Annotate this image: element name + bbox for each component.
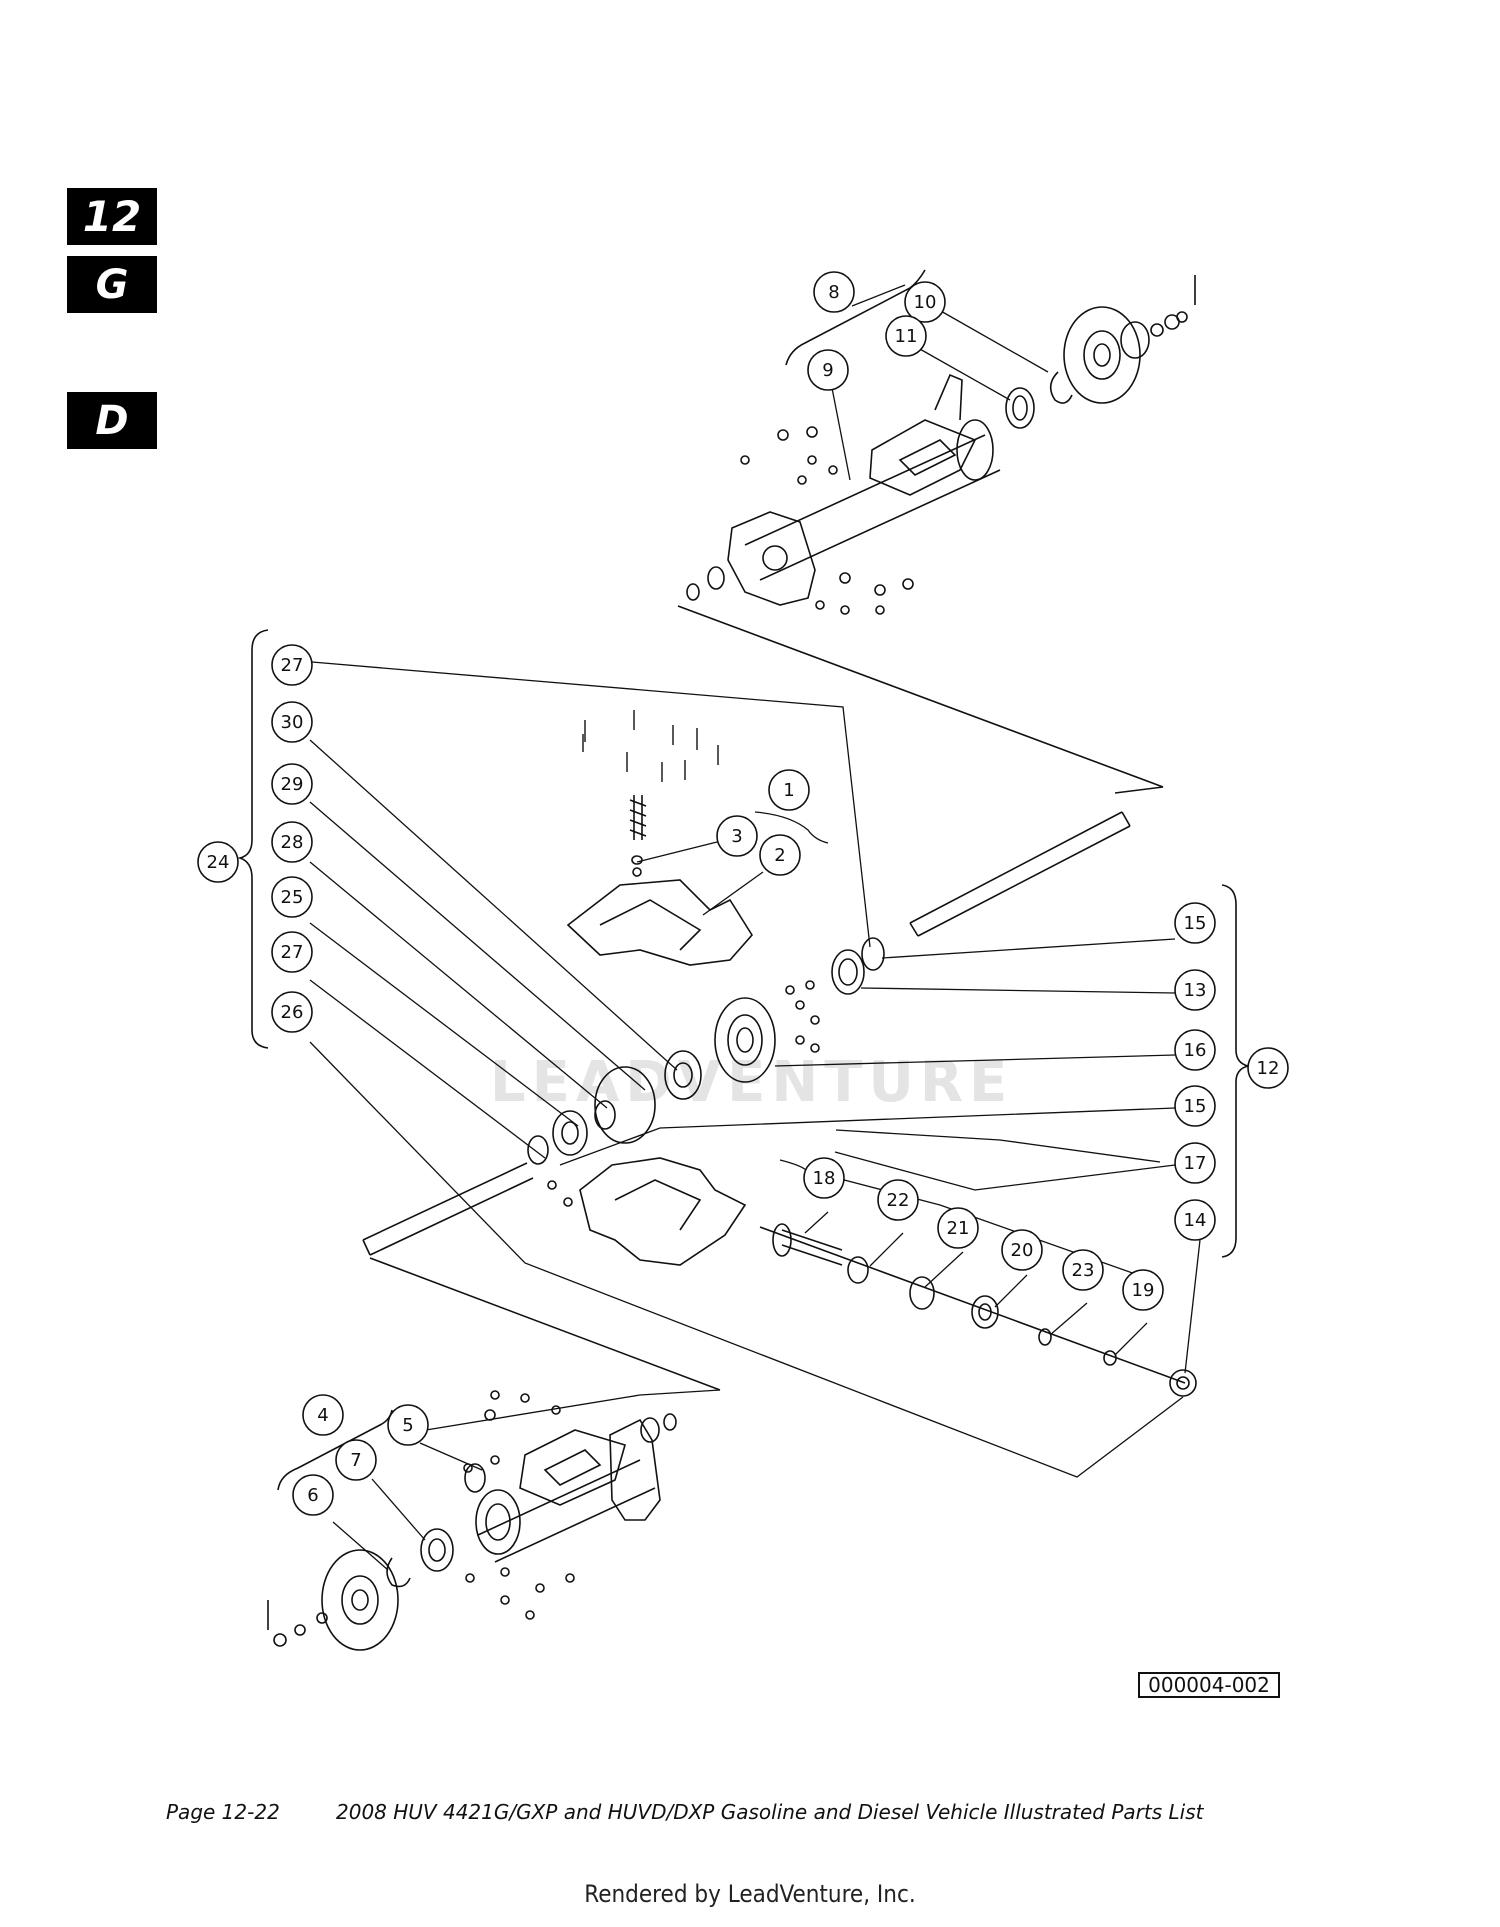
callout-11: 11 xyxy=(895,326,918,347)
callout-1: 1 xyxy=(783,780,794,801)
snap-ring-10 xyxy=(1049,371,1073,404)
callout-6: 6 xyxy=(307,1485,318,1506)
o-ring-22 xyxy=(847,1256,869,1284)
bearing-20 xyxy=(971,1295,999,1329)
brace-12 xyxy=(1221,884,1249,1258)
mount-bracket-lower xyxy=(519,1429,626,1506)
brake-disc-lower xyxy=(321,1549,399,1651)
callout-28: 28 xyxy=(281,832,304,853)
bearing-30 xyxy=(664,1050,702,1100)
bearing-25 xyxy=(552,1110,588,1156)
brace-24 xyxy=(237,629,269,1049)
callout-12: 12 xyxy=(1257,1058,1280,1079)
axle-shaft-right xyxy=(909,811,1131,937)
callout-24: 24 xyxy=(207,852,230,873)
axle-tube-upper xyxy=(744,434,1001,581)
callout-9: 9 xyxy=(822,360,833,381)
callout-27: 27 xyxy=(281,655,304,676)
ring-gear-16 xyxy=(714,997,776,1083)
section-tab-12: 12 xyxy=(67,188,157,245)
seal-14 xyxy=(1169,1369,1197,1397)
gear-case-upper xyxy=(566,879,753,966)
callout-19: 19 xyxy=(1132,1280,1155,1301)
callout-22: 22 xyxy=(887,1190,910,1211)
pinion-shaft-18 xyxy=(781,1229,843,1266)
snap-ring-6 xyxy=(386,1557,411,1588)
callout-8: 8 xyxy=(828,282,839,303)
gear-case-lower xyxy=(579,1157,747,1266)
callout-18: 18 xyxy=(813,1168,836,1189)
flange-plate-upper xyxy=(727,511,816,606)
callout-3: 3 xyxy=(731,826,742,847)
callout-16: 16 xyxy=(1184,1040,1207,1061)
callout-17: 17 xyxy=(1184,1153,1207,1174)
callout-15: 15 xyxy=(1184,913,1207,934)
mount-bracket-upper xyxy=(869,419,977,496)
callout-14: 14 xyxy=(1184,1210,1207,1231)
callout-23: 23 xyxy=(1072,1260,1095,1281)
callout-15: 15 xyxy=(1184,1096,1207,1117)
figure-code: 000004-002 xyxy=(1138,1672,1280,1698)
footer-document-title: 2008 HUV 4421G/GXP and HUVD/DXP Gasoline… xyxy=(336,1800,1204,1824)
snap-ring-23 xyxy=(1038,1328,1052,1346)
brake-disc-upper xyxy=(1063,306,1141,404)
callout-25: 25 xyxy=(281,887,304,908)
callout-5: 5 xyxy=(402,1415,413,1436)
callout-27: 27 xyxy=(281,942,304,963)
callout-10: 10 xyxy=(914,292,937,313)
callout-2: 2 xyxy=(774,845,785,866)
axle-shaft-left xyxy=(362,1162,534,1256)
callout-4: 4 xyxy=(317,1405,328,1426)
callout-7: 7 xyxy=(350,1450,361,1471)
bearing-21 xyxy=(909,1276,935,1310)
callout-21: 21 xyxy=(947,1218,970,1239)
oil-seal-15 xyxy=(861,937,885,971)
bracket-8 xyxy=(785,269,926,366)
bearing-7 xyxy=(420,1528,454,1572)
callout-13: 13 xyxy=(1184,980,1207,1001)
callout-30: 30 xyxy=(281,712,304,733)
footer-page-number: Page 12-22 xyxy=(166,1800,280,1824)
section-tab-d: D xyxy=(67,392,157,449)
bearing-13 xyxy=(831,949,865,995)
rendered-by-note: Rendered by LeadVenture, Inc. xyxy=(584,1880,916,1908)
callout-20: 20 xyxy=(1011,1240,1034,1261)
differential-case xyxy=(594,1066,656,1144)
callout-26: 26 xyxy=(281,1002,304,1023)
section-tab-g: G xyxy=(67,256,157,313)
callout-29: 29 xyxy=(281,774,304,795)
seal-27-lower xyxy=(527,1135,549,1165)
